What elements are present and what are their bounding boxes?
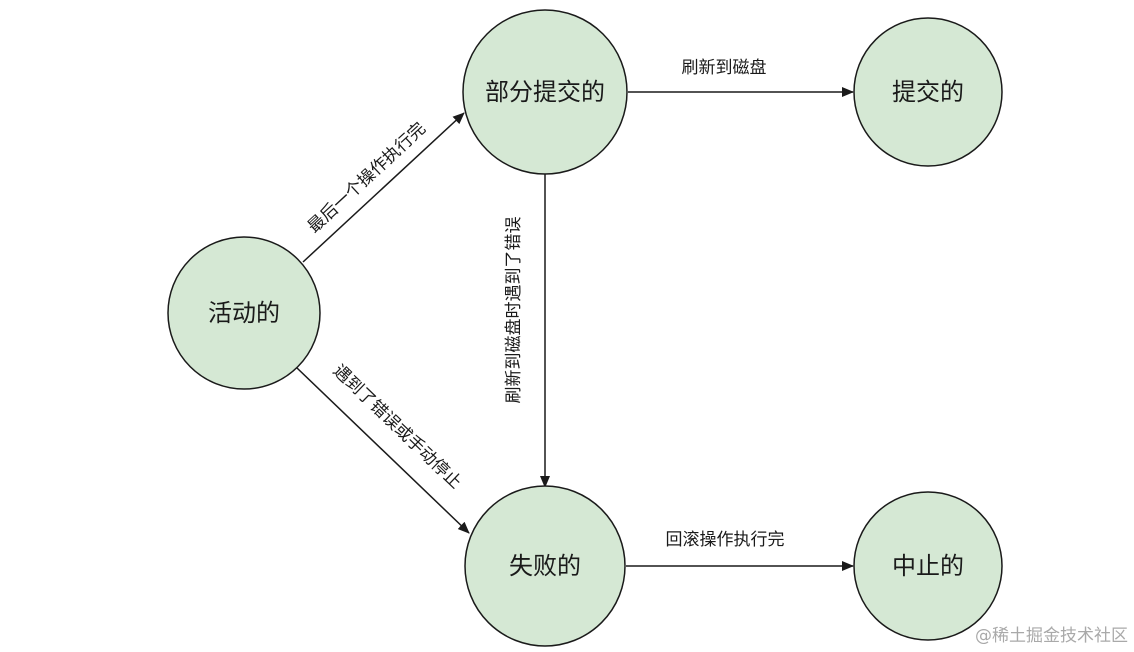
edge-active-to-partially-committed: 最后一个操作执行完 bbox=[302, 112, 465, 263]
state-label-partially-committed: 部分提交的 bbox=[485, 78, 605, 106]
state-label-committed: 提交的 bbox=[892, 78, 964, 106]
state-node-partially-committed: 部分提交的 bbox=[462, 9, 628, 175]
state-node-failed: 失败的 bbox=[464, 485, 626, 647]
edge-partially-committed-to-failed: 刷新到磁盘时遇到了错误 bbox=[504, 165, 550, 488]
state-label-active: 活动的 bbox=[208, 299, 280, 327]
edge-label-flush-error: 刷新到磁盘时遇到了错误 bbox=[504, 217, 524, 404]
watermark: @稀土掘金技术社区 bbox=[975, 626, 1128, 646]
edge-partially-committed-to-committed: 刷新到磁盘 bbox=[628, 58, 854, 97]
state-label-failed: 失败的 bbox=[509, 552, 581, 580]
edge-label-error-or-stop: 遇到了错误或手动停止 bbox=[329, 361, 466, 493]
state-node-committed: 提交的 bbox=[853, 17, 1003, 167]
edge-active-to-failed: 遇到了错误或手动停止 bbox=[296, 361, 470, 534]
edge-failed-to-aborted: 回滚操作执行完 bbox=[626, 530, 854, 571]
edge-label-last-op-done: 最后一个操作执行完 bbox=[304, 119, 430, 238]
edge-label-rollback-done: 回滚操作执行完 bbox=[666, 530, 785, 550]
state-node-aborted: 中止的 bbox=[853, 491, 1003, 641]
state-node-active: 活动的 bbox=[167, 236, 321, 390]
edge-label-flush-to-disk: 刷新到磁盘 bbox=[682, 58, 767, 78]
state-label-aborted: 中止的 bbox=[892, 552, 964, 580]
